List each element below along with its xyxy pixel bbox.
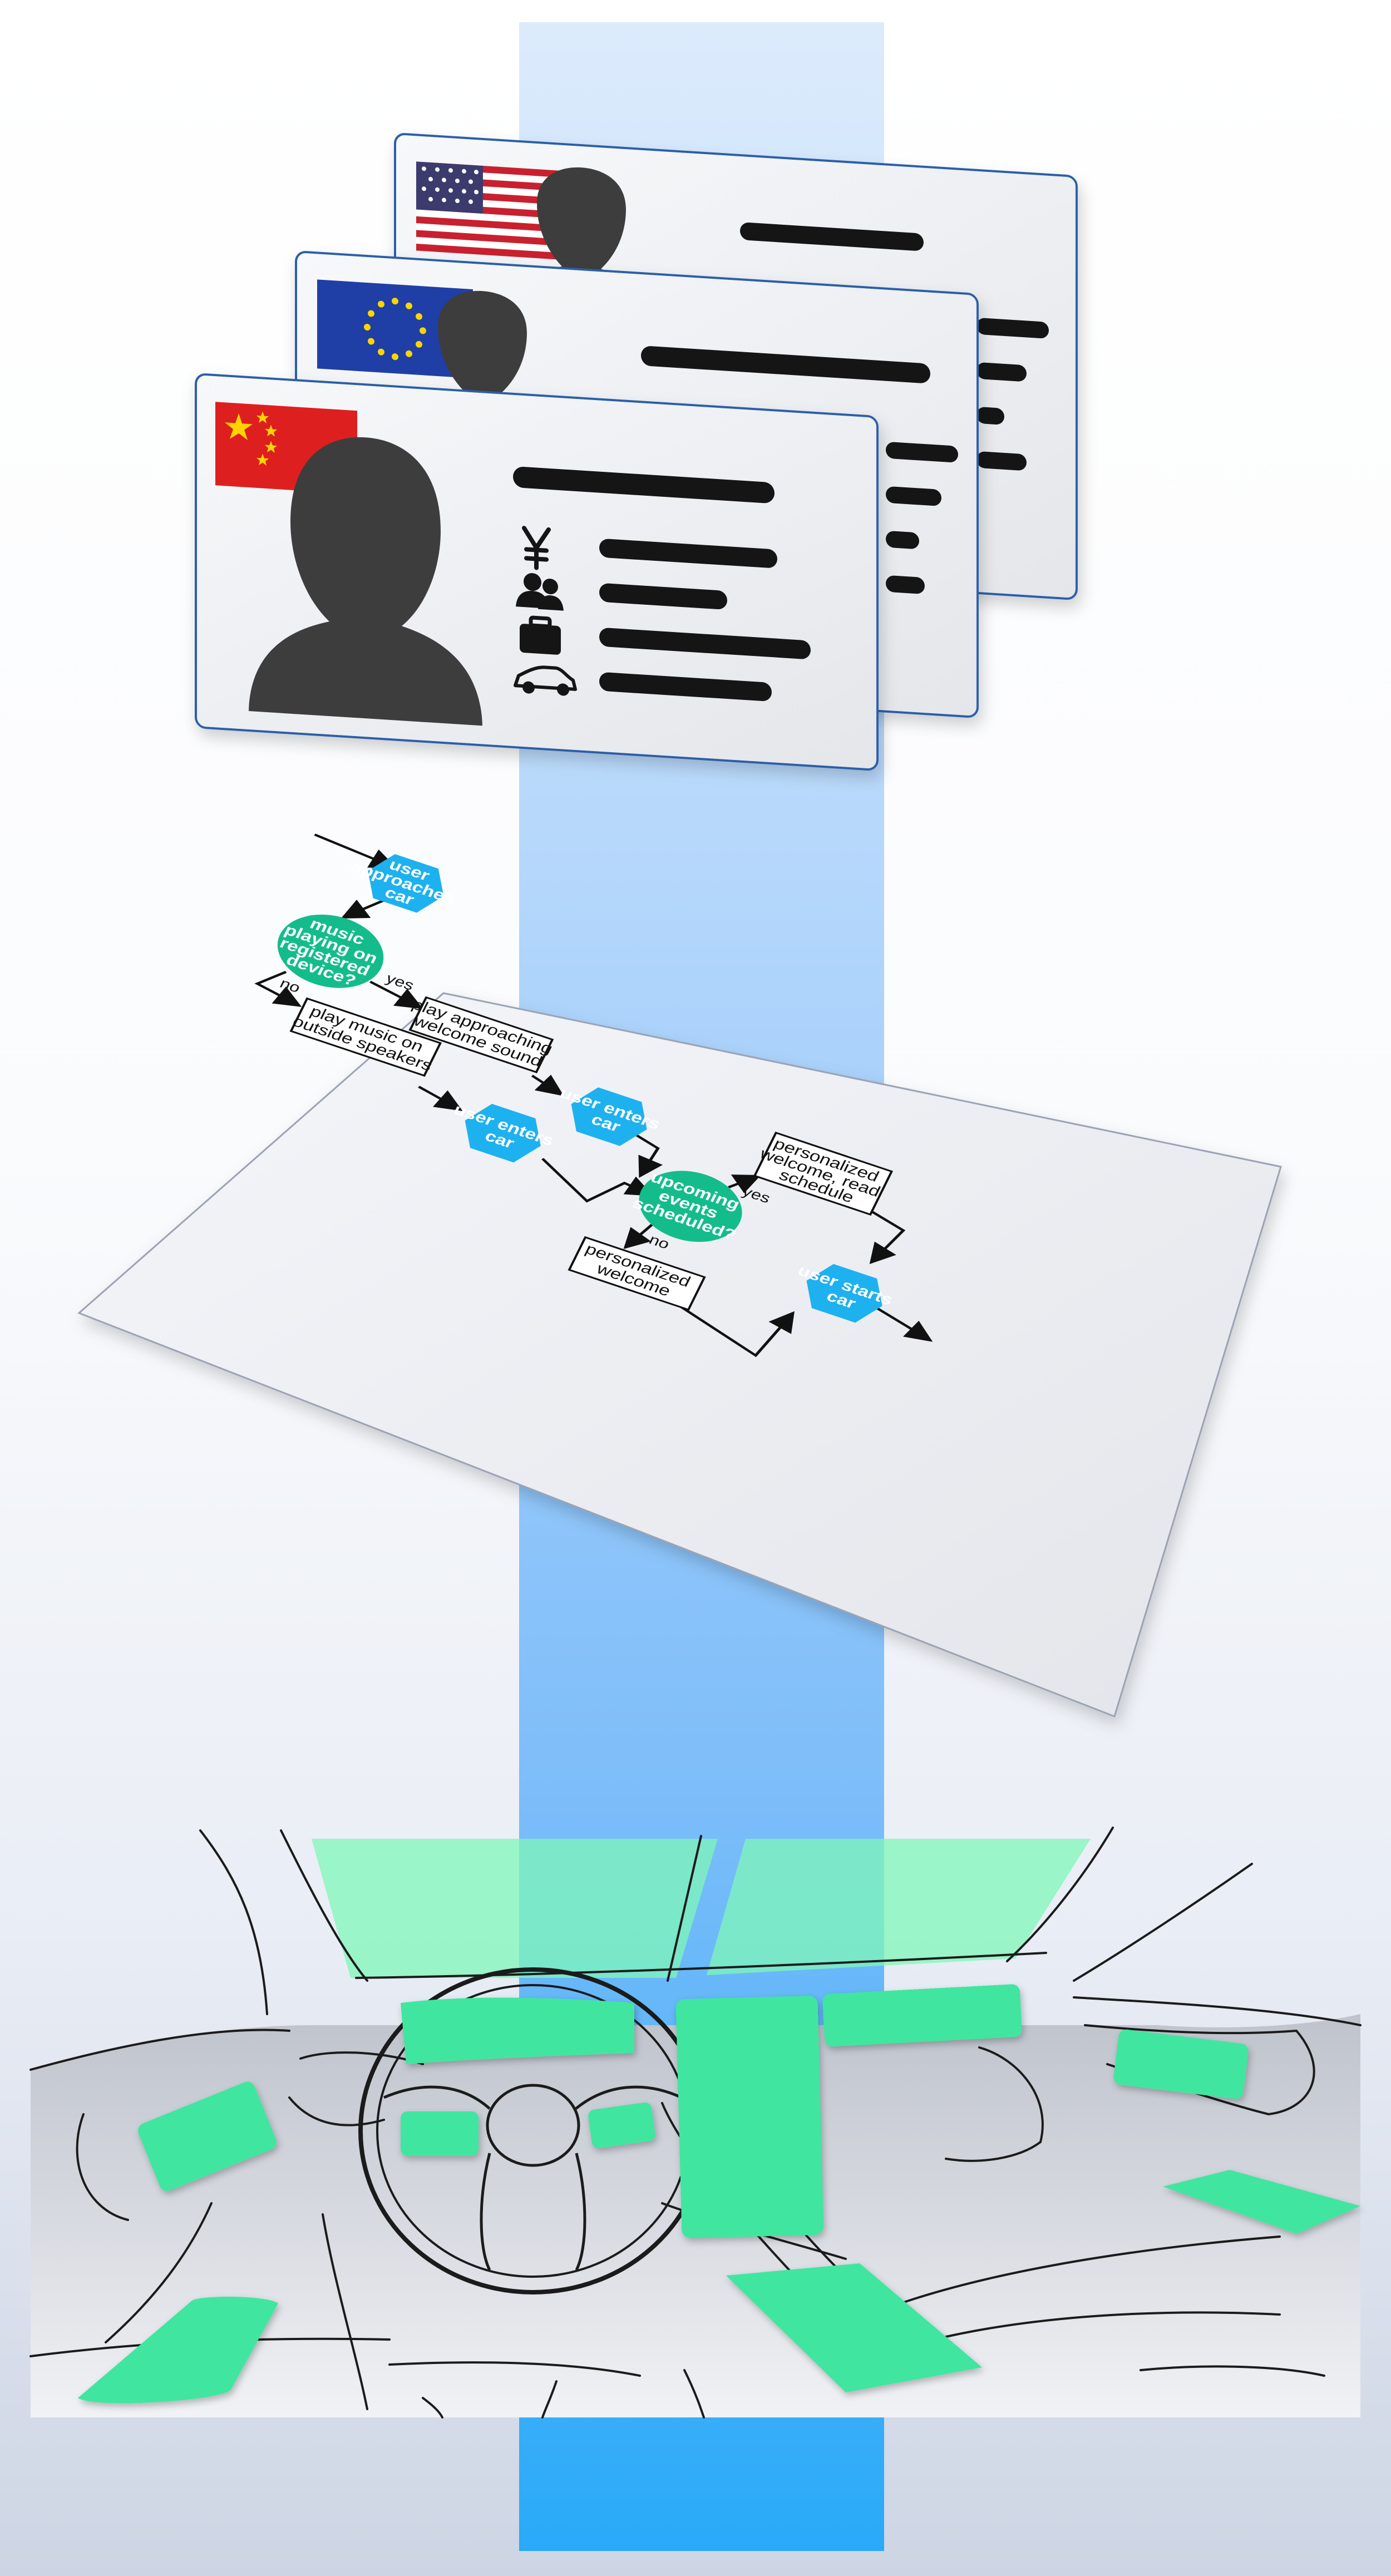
id-card-stack	[195, 133, 1078, 771]
edge-label-n2-no: no	[277, 976, 303, 996]
id-card-china	[195, 373, 879, 771]
car-interior	[29, 1827, 1362, 2419]
zone-windshield-right	[707, 1839, 1091, 1975]
flowchart-sheet: yes no yes no user approaches car music …	[77, 833, 1282, 1718]
zone-center-screen	[675, 1996, 824, 2238]
edge-n7-n8	[728, 1175, 761, 1193]
china-field-bar-3	[599, 628, 811, 659]
zone-windshield-left	[312, 1839, 718, 1978]
edge-n7-n9	[623, 1222, 655, 1249]
svg-text:upcoming events: upcoming events scheduled?	[630, 1167, 752, 1244]
edge-n5-n7	[635, 1134, 663, 1178]
windshield-zones	[312, 1839, 1091, 1978]
usa-text-bars	[740, 222, 1049, 471]
edge-n9-n10	[677, 1304, 795, 1358]
zone-left-vent	[138, 2081, 277, 2191]
node-n7: upcoming events scheduled?	[630, 1167, 752, 1244]
zone-right-vent	[1113, 2029, 1249, 2099]
edge-n1-n2	[341, 897, 388, 919]
usa-flag-icon	[416, 161, 572, 261]
china-field-bar-1	[599, 539, 777, 568]
zone-left-floor	[78, 2297, 278, 2404]
eu-flag-icon	[317, 279, 473, 379]
edge-start	[314, 833, 398, 869]
zone-top-right-screen	[822, 1984, 1022, 2047]
edge-n8-n10	[867, 1208, 906, 1265]
china-field-bar-2	[599, 583, 727, 610]
edge-n3-n5	[531, 1074, 564, 1097]
edge-n4-n6	[418, 1085, 463, 1111]
briefcase-icon	[520, 615, 561, 655]
zone-wheel-right	[588, 2102, 655, 2149]
china-field-bar-4	[599, 672, 772, 702]
silhouette-china	[249, 437, 482, 726]
edge-n6-n7	[541, 1158, 654, 1203]
edge-n2-n3	[369, 980, 423, 1009]
china-name-bar	[513, 467, 775, 504]
zone-wheel-left	[401, 2111, 479, 2156]
zone-right-door	[1163, 2170, 1360, 2234]
edge-n2-n4	[254, 970, 302, 1007]
node-n2: music playing on registered device?	[277, 914, 384, 989]
people-icon	[516, 573, 564, 611]
flowchart-edges	[254, 833, 933, 1358]
car-icon	[514, 665, 577, 696]
zone-cluster-top	[401, 1997, 634, 2064]
yen-icon	[522, 526, 551, 570]
zone-center-console	[726, 2263, 982, 2392]
eu-text-bars	[641, 346, 958, 594]
dashboard-zones	[78, 1984, 1360, 2404]
edge-end	[873, 1305, 933, 1342]
